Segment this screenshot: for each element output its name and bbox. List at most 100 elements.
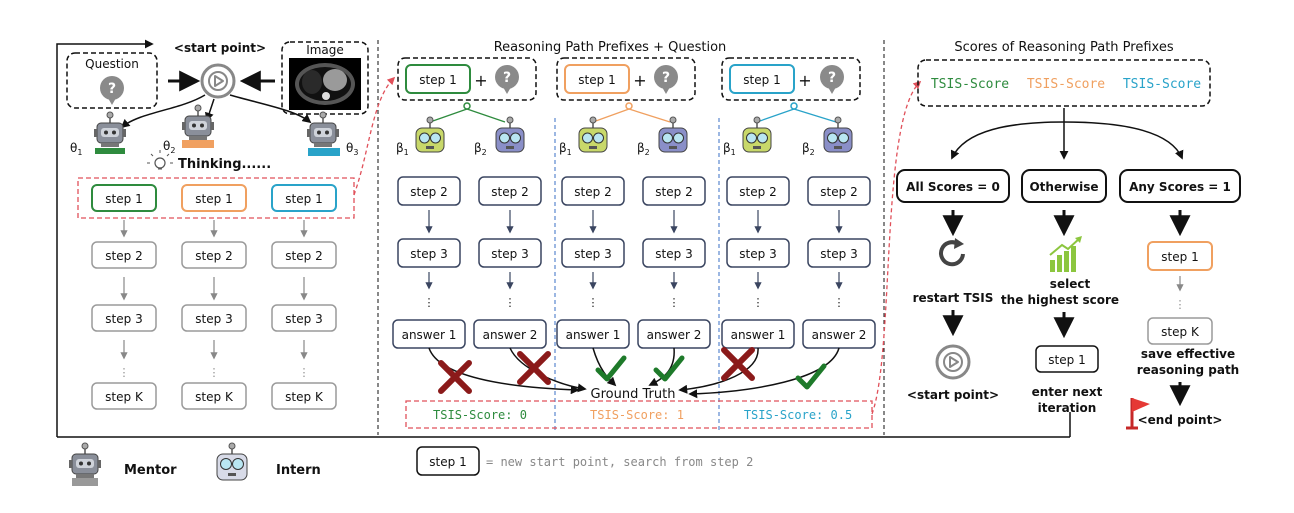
step1-text: step 1 <box>1048 353 1085 367</box>
step-box <box>181 241 247 269</box>
ellipsis-text: ⋮ <box>299 366 310 379</box>
start-to-mentor3-arrow <box>229 94 312 124</box>
theta1-sub: 1 <box>77 148 82 157</box>
step3-text: step 3 <box>491 247 528 261</box>
prefix-to-middle-connector <box>353 76 396 196</box>
svg-text:θ3: θ3 <box>346 141 358 157</box>
step2-text: step 2 <box>655 185 692 199</box>
score-label-green: TSIS-Score <box>931 77 1009 92</box>
stepK-text: step K <box>285 390 324 404</box>
all-zero-label: All Scores = 0 <box>906 180 1000 194</box>
stepK-box <box>1147 317 1213 345</box>
beta1-sub: 1 <box>731 148 736 157</box>
step-box <box>91 241 157 269</box>
ellipsis-text: ⋮ <box>1175 298 1186 311</box>
answer1-text: answer 1 <box>402 328 457 342</box>
answer1-text: answer 1 <box>731 328 786 342</box>
ellipsis-text: ⋮ <box>588 296 599 309</box>
save-line1: save effective <box>1141 347 1235 361</box>
step-box <box>181 304 247 332</box>
step-box-orange <box>1147 241 1213 271</box>
question-box <box>66 52 158 109</box>
refresh-icon <box>939 238 965 267</box>
step-box <box>271 304 337 332</box>
prefix-question-box <box>397 57 537 101</box>
question-mark-icon: ? <box>828 70 836 86</box>
left-panel: <start point> Question ? Image θ1 θ2 θ3 <box>66 41 396 410</box>
intern-robot-icon <box>742 116 772 153</box>
stepK-text: step K <box>195 390 234 404</box>
middle-panel: Reasoning Path Prefixes + Question step … <box>392 40 922 430</box>
step3-text: step 3 <box>195 312 232 326</box>
beta2-sub: 2 <box>645 148 650 157</box>
lightbulb-icon <box>147 150 173 170</box>
ellipsis-text: ⋮ <box>505 296 516 309</box>
step1-text: step 1 <box>1161 250 1198 264</box>
answer1-text: answer 1 <box>566 328 621 342</box>
cross-icon <box>441 363 469 391</box>
rollout-column: step 2 step 3 ⋮ answer 2 <box>802 176 876 349</box>
rollout-column: step 2 step 3 ⋮ answer 2 <box>637 176 711 349</box>
answer-to-ground-truth-arrows <box>428 347 840 399</box>
otherwise-label: Otherwise <box>1029 180 1098 194</box>
ct-scan-image <box>289 58 361 110</box>
condition-box-otherwise <box>1021 169 1107 203</box>
red-flag-icon <box>1126 398 1150 430</box>
question-mark-icon: ? <box>662 70 670 86</box>
score-row-box <box>405 400 873 429</box>
step3-text: step 3 <box>410 247 447 261</box>
enter-line2: iteration <box>1038 401 1097 415</box>
save-line2: reasoning path <box>1137 363 1239 377</box>
mentor-robot-icon <box>306 111 340 148</box>
select-line2: the highest score <box>1001 293 1119 307</box>
check-icon <box>656 358 682 379</box>
rollout-column: step 2 step 3 ⋮ answer 1 <box>392 176 466 349</box>
step-box <box>181 382 247 410</box>
ellipsis-text: ⋮ <box>834 296 845 309</box>
step-box-blue <box>729 64 795 94</box>
question-mark-icon: ? <box>108 81 116 97</box>
answer2-text: answer 2 <box>483 328 538 342</box>
growth-chart-icon <box>1049 236 1082 272</box>
next-step-box <box>1035 345 1099 373</box>
step2-text: step 2 <box>410 185 447 199</box>
intern-label: Intern <box>276 463 321 478</box>
step3-text: step 3 <box>285 312 322 326</box>
beta2-label: β <box>637 141 645 155</box>
beta2-label: β <box>474 141 482 155</box>
step2-text: step 2 <box>285 249 322 263</box>
svg-text:β1: β1 <box>396 141 409 157</box>
beta1-label: β <box>396 141 404 155</box>
start-point-label: <start point> <box>907 388 999 402</box>
step-box <box>271 241 337 269</box>
theta3-sub: 3 <box>353 148 358 157</box>
ellipsis-text: ⋮ <box>424 296 435 309</box>
condition-box-any-one <box>1119 169 1241 203</box>
step2-text: step 2 <box>739 185 776 199</box>
beta2-label: β <box>802 141 810 155</box>
ellipsis-text: ⋮ <box>119 366 130 379</box>
beta1-label: β <box>723 141 731 155</box>
middle-title: Reasoning Path Prefixes + Question <box>494 40 727 55</box>
step1-text: step 1 <box>578 73 615 87</box>
scores-box <box>917 59 1211 107</box>
theta2-sub: 2 <box>170 146 175 155</box>
any-one-label: Any Scores = 1 <box>1129 180 1231 194</box>
mentor-label: Mentor <box>124 463 177 478</box>
step2-text: step 2 <box>491 185 528 199</box>
rollout-column: step 2 step 3 ⋮ answer 2 <box>473 176 547 349</box>
mentor-robot-icon <box>181 104 215 141</box>
step2-text: step 2 <box>820 185 857 199</box>
intern-robot-icon <box>495 116 525 153</box>
score-label-orange: TSIS-Score <box>1027 77 1105 92</box>
stepK-text: step K <box>105 390 144 404</box>
start-point-label: <start point> <box>174 41 266 55</box>
thinking-label: Thinking...... <box>178 157 271 172</box>
svg-text:β2: β2 <box>474 141 487 157</box>
mentor-robot-icon <box>68 442 102 479</box>
answer2-text: answer 2 <box>647 328 702 342</box>
start-play-icon <box>200 63 236 99</box>
restart-label: restart TSIS <box>913 291 994 305</box>
intern-robot-icon <box>415 116 445 153</box>
